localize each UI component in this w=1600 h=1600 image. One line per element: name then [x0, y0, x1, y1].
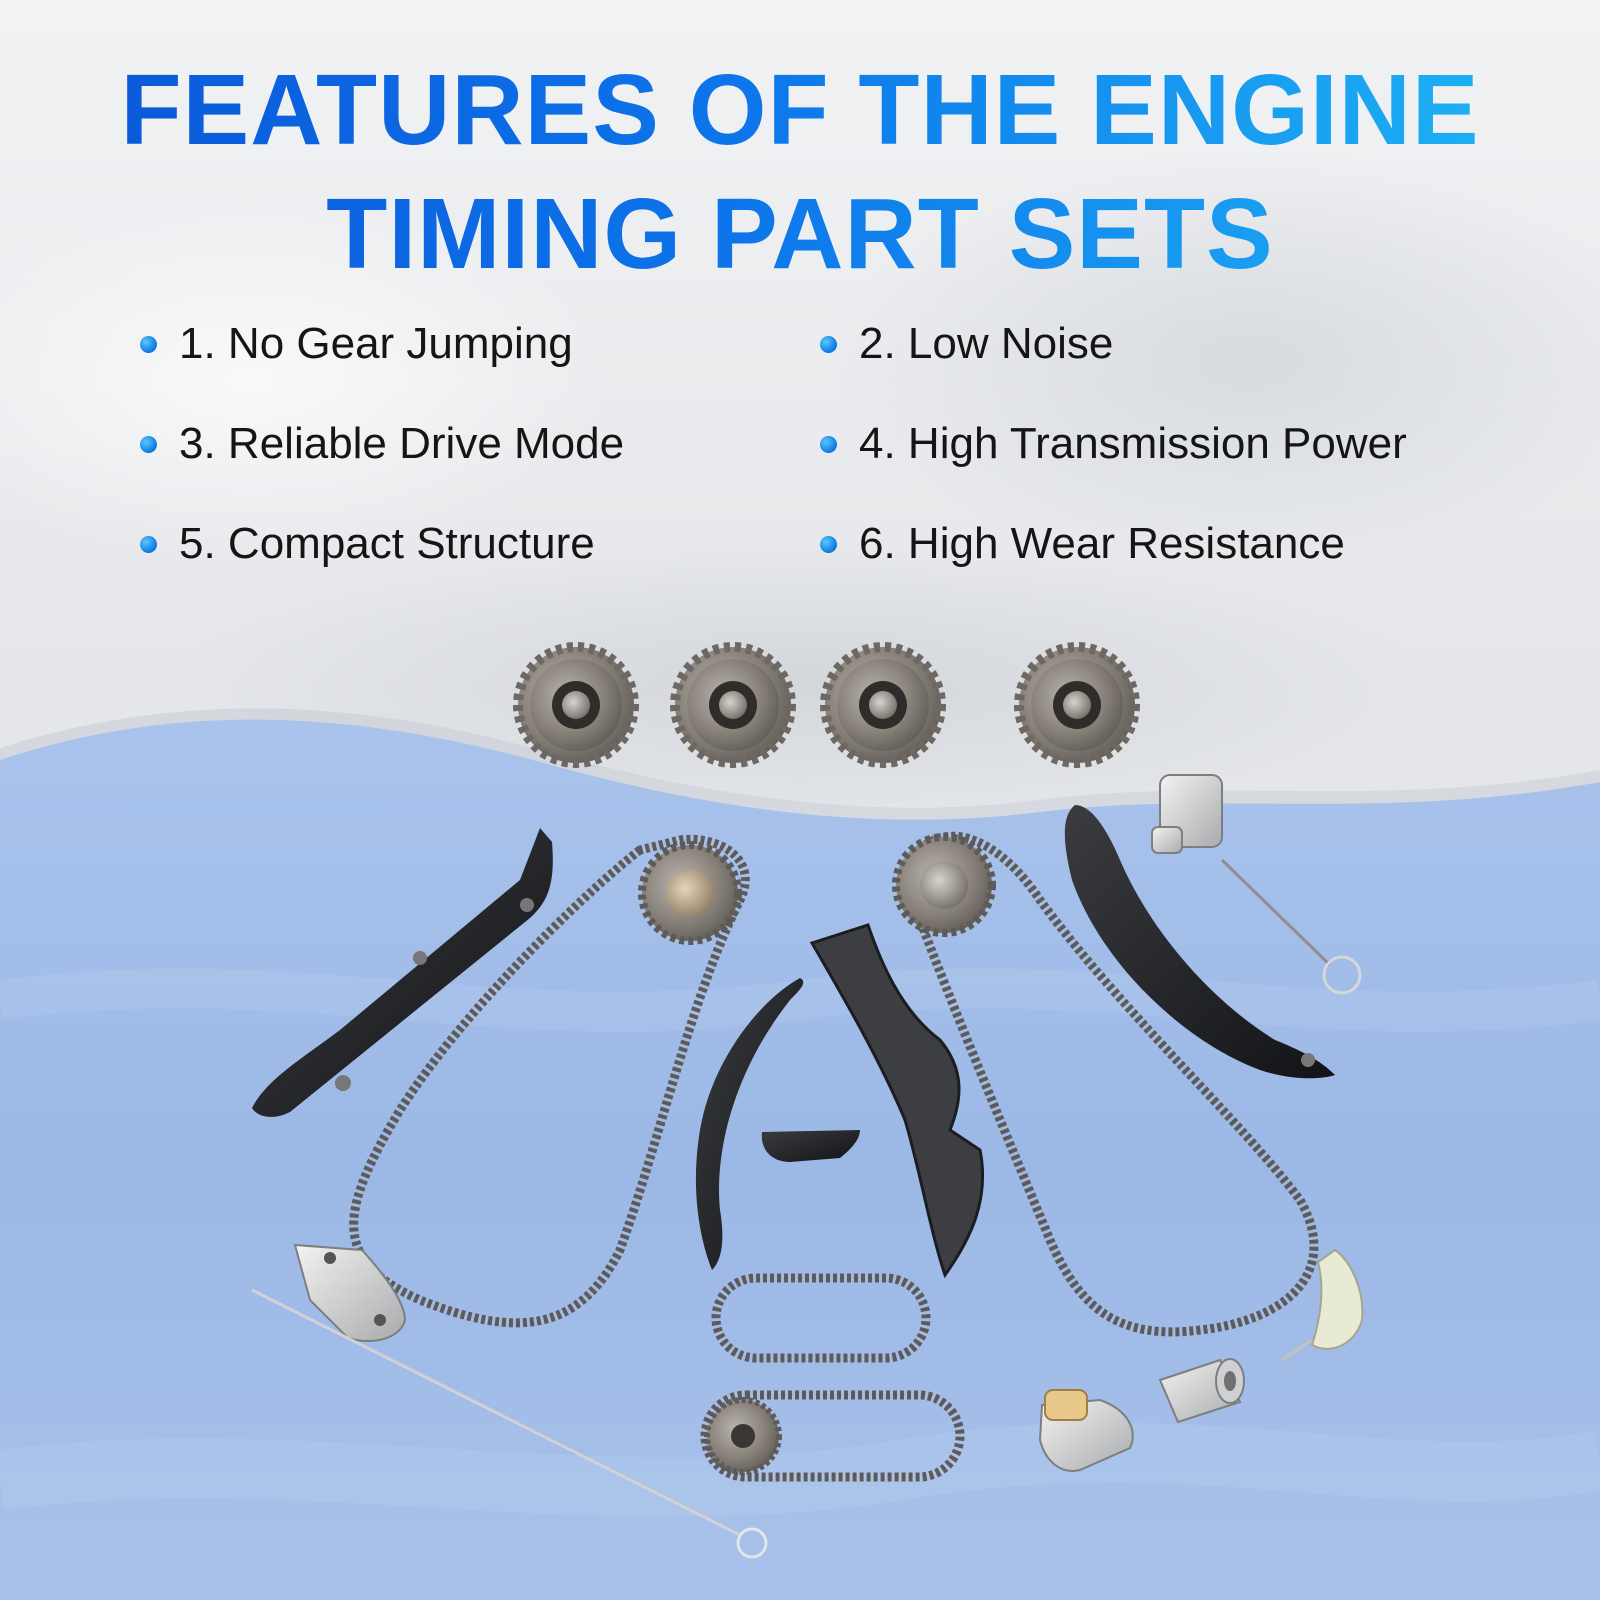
bullet-dot-icon	[140, 335, 157, 353]
chain-sprocket-right	[892, 833, 996, 937]
feature-item: 5. Compact Structure	[140, 518, 820, 570]
tensioner-arm-center	[809, 923, 985, 1279]
guide-rail-left	[252, 828, 553, 1117]
feature-text: 4. High Transmission Power	[859, 419, 1407, 468]
tensioner-bottom-left	[251, 1243, 768, 1559]
sprocket-1	[513, 642, 639, 768]
chain-sprocket-left	[638, 841, 742, 945]
title-line-1: FEATURES OF THE ENGINE	[0, 48, 1600, 172]
tensioner-plunger	[1158, 1358, 1245, 1424]
feature-item: 3. Reliable Drive Mode	[140, 418, 820, 470]
feature-text: 6. High Wear Resistance	[859, 519, 1345, 568]
feature-text: 3. Reliable Drive Mode	[179, 419, 625, 468]
guide-rail-center-left	[695, 978, 804, 1270]
sprocket-4	[1014, 642, 1140, 768]
title-line-2: TIMING PART SETS	[0, 172, 1600, 296]
guide-rail-right	[1064, 805, 1335, 1079]
timing-chain-left	[349, 834, 750, 1328]
small-tensioner	[1038, 1389, 1134, 1472]
feature-item: 6. High Wear Resistance	[820, 518, 1500, 570]
bullet-dot-icon	[140, 535, 157, 553]
bullet-dot-icon	[820, 435, 837, 453]
bullet-dot-icon	[820, 535, 837, 553]
feature-item: 2. Low Noise	[820, 318, 1500, 370]
feature-list: 1. No Gear Jumping 2. Low Noise 3. Relia…	[140, 318, 1500, 570]
feature-text: 2. Low Noise	[859, 319, 1114, 368]
feature-item: 4. High Transmission Power	[820, 418, 1500, 470]
feature-item: 1. No Gear Jumping	[140, 318, 820, 370]
timing-chain-right	[904, 831, 1319, 1337]
bullet-dot-icon	[140, 435, 157, 453]
small-chain-middle	[711, 1273, 931, 1363]
feature-text: 1. No Gear Jumping	[179, 319, 573, 368]
sprocket-2	[670, 642, 796, 768]
bullet-dot-icon	[820, 335, 837, 353]
page-title: FEATURES OF THE ENGINE TIMING PART SETS	[0, 48, 1600, 296]
oil-pump-chain	[700, 1390, 965, 1482]
tensioner-top-right	[1151, 774, 1362, 995]
guide-piece-white	[1280, 1248, 1364, 1362]
feature-text: 5. Compact Structure	[179, 519, 595, 568]
sprocket-3	[820, 642, 946, 768]
small-bracket	[761, 1130, 860, 1162]
